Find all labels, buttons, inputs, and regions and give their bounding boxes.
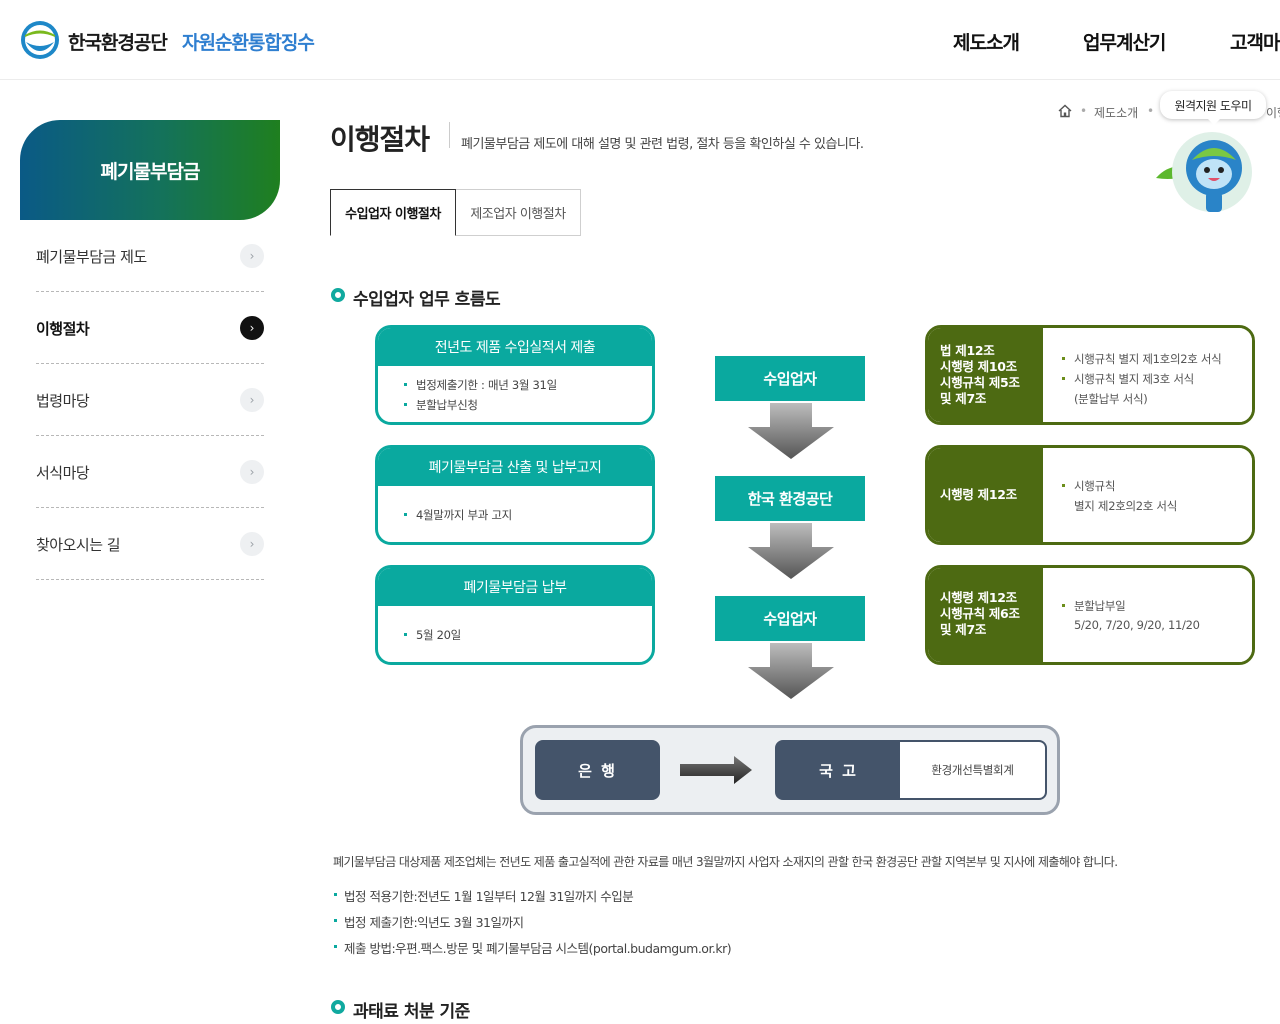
sidebar-item-label: 찾아오시는 길 xyxy=(36,536,121,554)
notes-paragraph: 폐기물부담금 대상제품 제조업체는 전년도 제품 출고실적에 관한 자료를 매년… xyxy=(333,855,1118,869)
flow-step-item: 5월 20일 xyxy=(404,628,461,642)
home-icon[interactable] xyxy=(1058,104,1072,118)
flow-step-card: 폐기물부담금 산출 및 납부고지 4월말까지 부과 고지 xyxy=(375,445,655,545)
law-form-item: 시행규칙 별지 제3호 서식 xyxy=(1062,372,1194,386)
sidebar-item-system[interactable]: 폐기물부담금 제도 › xyxy=(36,220,264,292)
sidebar-item-label: 서식마당 xyxy=(36,464,90,482)
law-reference-card: 시행령 제12조 시행규칙 제6조 및 제7조 분할납부일 5/20, 7/20… xyxy=(925,565,1255,665)
sidebar-item-procedure[interactable]: 이행절차 › xyxy=(36,292,264,364)
sidebar-title: 폐기물부담금 xyxy=(20,120,280,220)
flow-step-card: 전년도 제품 수입실적서 제출 법정제출기한 : 매년 3월 31일 분할납부신… xyxy=(375,325,655,425)
tab-importer[interactable]: 수입업자 이행절차 xyxy=(330,189,456,236)
breadcrumb-item[interactable]: 이행절차 xyxy=(1266,106,1280,120)
law-form-item: (분할납부 서식) xyxy=(1074,392,1148,406)
law-article: 시행규칙 제6조 xyxy=(940,606,1020,621)
title-divider xyxy=(449,122,450,148)
sidebar-item-directions[interactable]: 찾아오시는 길 › xyxy=(36,508,264,580)
actor-importer: 수입업자 xyxy=(715,356,865,401)
chevron-right-icon: › xyxy=(240,460,264,484)
sidebar-item-law[interactable]: 법령마당 › xyxy=(36,364,264,436)
sidebar-item-label: 법령마당 xyxy=(36,392,90,410)
site-header: 한국환경공단 자원순환통합징수 제도소개 업무계산기 고객마당 xyxy=(0,0,1280,80)
nav-customer[interactable]: 고객마당 xyxy=(1230,32,1280,54)
chevron-right-icon: › xyxy=(240,244,264,268)
tab-manufacturer[interactable]: 제조업자 이행절차 xyxy=(455,189,581,236)
sidebar-item-label: 이행절차 xyxy=(36,320,90,338)
notes-item: 법정 적용기한:전년도 1월 1일부터 12월 31일까지 수입분 xyxy=(333,886,634,905)
nav-system-intro[interactable]: 제도소개 xyxy=(953,32,1020,54)
actor-importer: 수입업자 xyxy=(715,596,865,641)
law-form-item: 분할납부일 xyxy=(1061,599,1126,613)
law-article: 시행령 제12조 xyxy=(940,487,1017,502)
treasury-label: 국 고 xyxy=(819,761,858,780)
page-title: 이행절차 xyxy=(330,123,430,156)
arrow-down-icon xyxy=(748,643,834,699)
law-article: 및 제7조 xyxy=(940,622,987,637)
flow-step-card: 폐기물부담금 납부 5월 20일 xyxy=(375,565,655,665)
law-article: 법 제12조 xyxy=(940,343,995,358)
service-name[interactable]: 자원순환통합징수 xyxy=(182,32,315,54)
breadcrumb-separator: • xyxy=(1147,104,1155,118)
flow-step-title: 전년도 제품 수입실적서 제출 xyxy=(378,328,652,366)
law-article: 시행령 제12조 xyxy=(940,590,1017,605)
flow-step-item: 분할납부신청 xyxy=(404,398,478,412)
flow-step-item: 4월말까지 부과 고지 xyxy=(404,508,512,522)
chevron-right-icon: › xyxy=(240,388,264,412)
law-reference-card: 시행령 제12조 시행규칙 별지 제2호의2호 서식 xyxy=(925,445,1255,545)
chevron-right-icon: › xyxy=(240,316,264,340)
breadcrumb-separator: • xyxy=(1080,104,1088,118)
section-title-penalty: 과태료 처분 기준 xyxy=(353,1002,470,1022)
bank-box: 은 행 xyxy=(535,740,660,800)
chevron-right-icon: › xyxy=(240,532,264,556)
org-name[interactable]: 한국환경공단 xyxy=(68,32,168,54)
actor-keco: 한국 환경공단 xyxy=(715,476,865,521)
notes-item: 제출 방법:우편.팩스.방문 및 폐기물부담금 시스템(portal.budam… xyxy=(333,938,732,957)
arrow-down-icon xyxy=(748,523,834,579)
notes-item: 법정 제출기한:익년도 3월 31일까지 xyxy=(334,912,524,931)
law-form-item: 별지 제2호의2호 서식 xyxy=(1074,499,1177,513)
law-article: 시행령 제10조 xyxy=(940,359,1017,374)
sidebar-item-label: 폐기물부담금 제도 xyxy=(36,248,147,266)
flow-step-title: 폐기물부담금 산출 및 납부고지 xyxy=(378,448,652,486)
breadcrumb-item[interactable]: 제도소개 xyxy=(1094,106,1139,120)
arrow-down-icon xyxy=(748,403,834,459)
sidebar-item-forms[interactable]: 서식마당 › xyxy=(36,436,264,508)
flow-step-title: 폐기물부담금 납부 xyxy=(378,568,652,606)
law-article: 시행규칙 제5조 xyxy=(940,375,1020,390)
mascot-icon[interactable] xyxy=(1152,130,1256,214)
page-description: 폐기물부담금 제도에 대해 설명 및 관련 법령, 절차 등을 확인하실 수 있… xyxy=(461,137,864,152)
treasury-box: 국 고 환경개선특별회계 xyxy=(775,740,1047,800)
section-bullet-icon xyxy=(331,288,345,302)
arrow-right-icon xyxy=(680,756,752,784)
keco-logo-icon[interactable] xyxy=(20,20,60,60)
section-title-flow: 수입업자 업무 흐름도 xyxy=(353,290,501,310)
law-form-item: 5/20, 7/20, 9/20, 11/20 xyxy=(1074,618,1200,632)
law-form-item: 시행규칙 xyxy=(1061,479,1116,493)
treasury-account: 환경개선특별회계 xyxy=(900,742,1045,798)
flow-step-item: 법정제출기한 : 매년 3월 31일 xyxy=(404,378,557,392)
law-form-item: 시행규칙 별지 제1호의2호 서식 xyxy=(1061,352,1222,366)
nav-calculator[interactable]: 업무계산기 xyxy=(1083,32,1166,54)
law-reference-card: 법 제12조 시행령 제10조 시행규칙 제5조 및 제7조 시행규칙 별지 제… xyxy=(925,325,1255,425)
remote-support-bubble[interactable]: 원격지원 도우미 xyxy=(1160,91,1266,125)
section-bullet-icon xyxy=(331,1000,345,1014)
law-article: 및 제7조 xyxy=(940,391,987,406)
